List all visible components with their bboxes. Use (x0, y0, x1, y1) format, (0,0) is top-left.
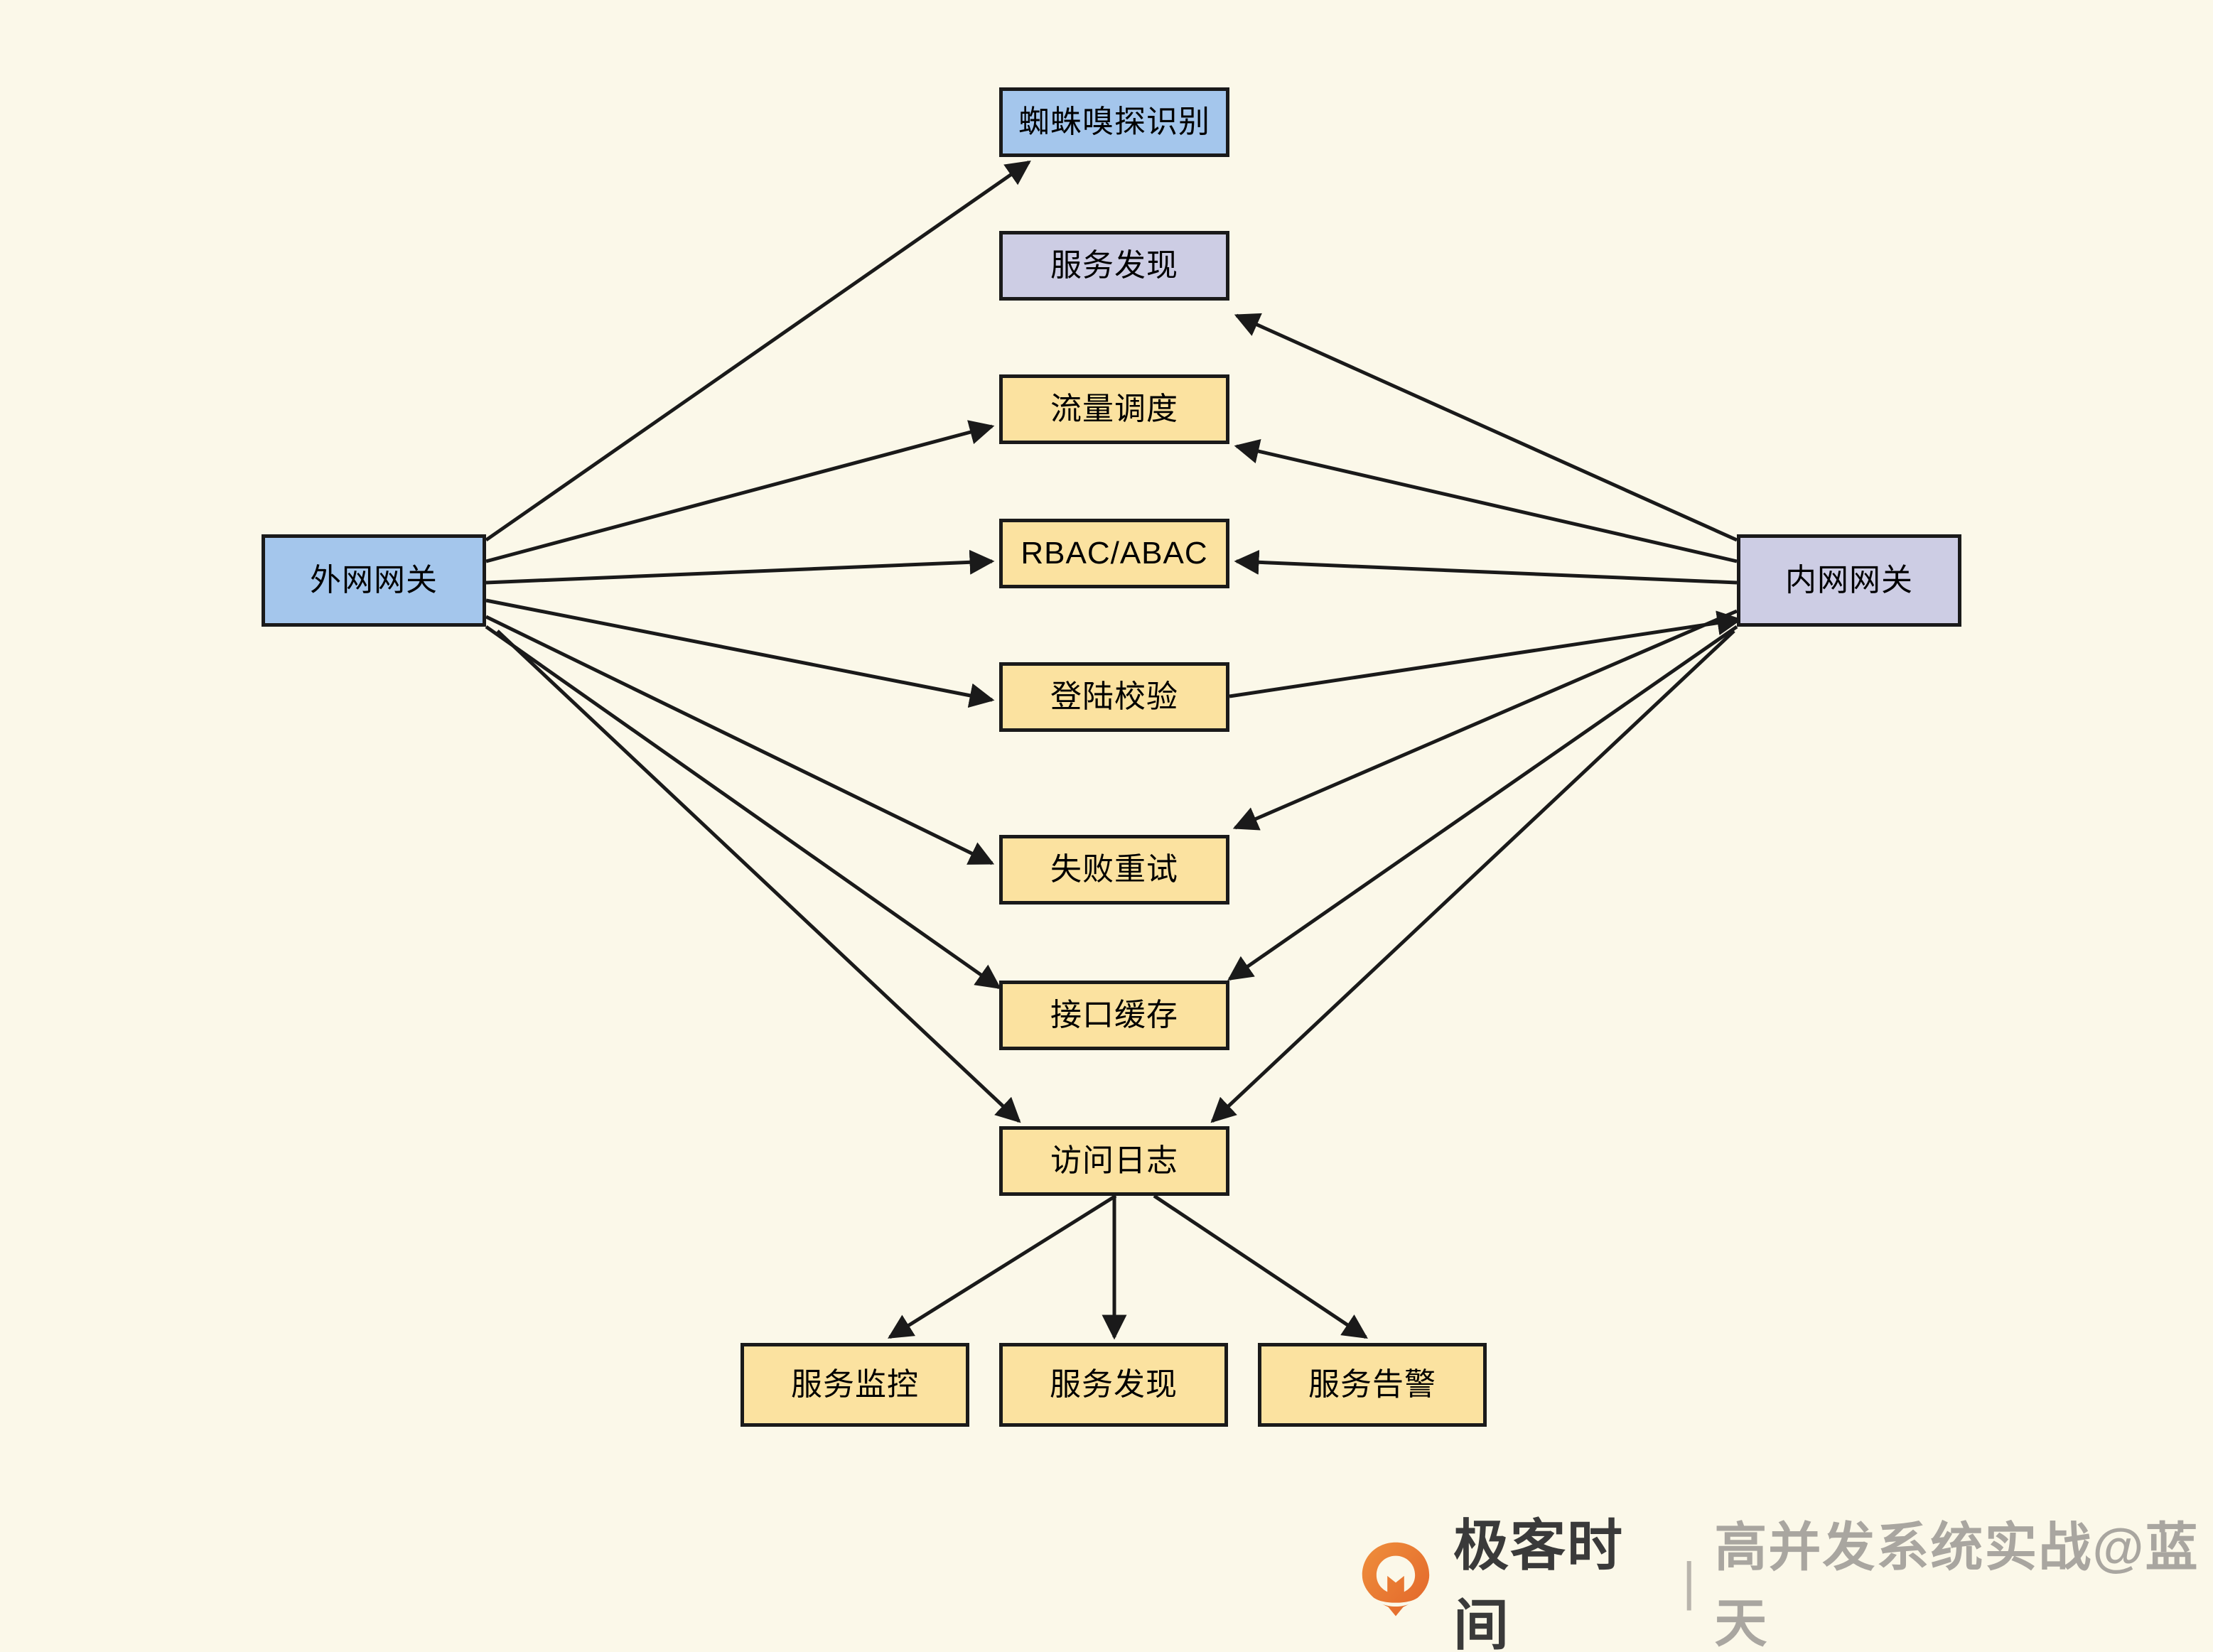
edge-access-log-to-service-alarm (1153, 1194, 1368, 1339)
node-service-discovery-top[interactable]: 服务发现 (999, 231, 1229, 301)
edge-login-check-to-internal-gateway (1229, 610, 1743, 698)
edge-internal-gateway-to-rbac-abac (1234, 549, 1738, 585)
edge-access-log-to-service-monitor (888, 1194, 1117, 1339)
node-rbac-abac[interactable]: RBAC/ABAC (999, 519, 1229, 588)
node-label: 流量调度 (1050, 391, 1178, 426)
node-label: 服务发现 (1050, 1366, 1178, 1402)
node-label: 服务监控 (791, 1366, 919, 1402)
node-label: 服务发现 (1050, 247, 1178, 283)
edge-external-gateway-to-rbac-abac (485, 549, 995, 585)
edge-external-gateway-to-api-cache (485, 625, 1001, 990)
brand-subtitle: 高并发系统实战@蓝天 (1714, 1518, 2199, 1652)
edge-external-gateway-to-failure-retry (485, 615, 995, 865)
edge-internal-gateway-to-failure-retry (1232, 609, 1738, 831)
edge-external-gateway-to-access-log (496, 630, 1021, 1123)
node-label: RBAC/ABAC (1021, 535, 1208, 571)
edge-external-gateway-to-login-check (485, 598, 995, 708)
node-login-check[interactable]: 登陆校验 (999, 662, 1229, 732)
edge-internal-gateway-to-traffic-schedule (1234, 439, 1738, 563)
node-spider-detect[interactable]: 蜘蛛嗅探识别 (999, 87, 1229, 157)
node-label: 失败重试 (1050, 851, 1178, 887)
brand-separator: | (1682, 1551, 1696, 1611)
node-label: 登陆校验 (1050, 679, 1178, 714)
edge-external-gateway-to-spider-detect (485, 160, 1031, 542)
node-service-discovery-bottom[interactable]: 服务发现 (999, 1343, 1228, 1427)
edge-external-gateway-to-traffic-schedule (485, 420, 995, 563)
footer-watermark: 极客时间 | 高并发系统实战@蓝天 (1354, 1514, 2213, 1652)
node-label: 外网网关 (310, 562, 438, 598)
node-label: 蜘蛛嗅探识别 (1018, 104, 1210, 139)
node-service-alarm[interactable]: 服务告警 (1258, 1343, 1487, 1427)
edge-internal-gateway-to-access-log (1210, 630, 1735, 1123)
node-failure-retry[interactable]: 失败重试 (999, 835, 1229, 905)
node-label: 接口缓存 (1050, 997, 1178, 1032)
node-internal-gateway[interactable]: 内网网关 (1737, 534, 1961, 627)
geekbang-logo-icon (1354, 1539, 1438, 1623)
edge-internal-gateway-to-api-cache (1227, 625, 1738, 981)
node-api-cache[interactable]: 接口缓存 (999, 981, 1229, 1050)
node-label: 内网网关 (1785, 562, 1913, 598)
brand-name: 极客时间 (1453, 1514, 1625, 1652)
node-label: 访问日志 (1050, 1143, 1178, 1178)
node-access-log[interactable]: 访问日志 (999, 1126, 1229, 1196)
node-external-gateway[interactable]: 外网网关 (262, 534, 486, 627)
edge-internal-gateway-to-service-discovery-top (1234, 313, 1738, 542)
node-traffic-schedule[interactable]: 流量调度 (999, 374, 1229, 444)
node-label: 服务告警 (1308, 1366, 1436, 1402)
node-service-monitor[interactable]: 服务监控 (741, 1343, 969, 1427)
